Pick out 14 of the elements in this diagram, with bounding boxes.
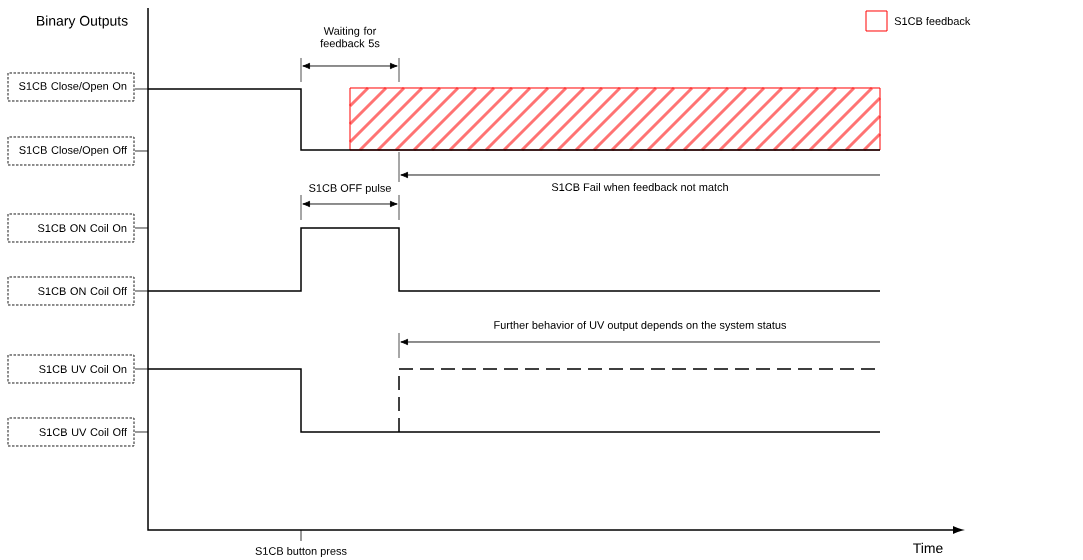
event-label: S1CB button press xyxy=(255,546,347,558)
axis-label: Time xyxy=(913,542,943,554)
axis-title: Binary Outputs xyxy=(37,15,128,29)
legend-label: S1CB feedback xyxy=(894,17,971,25)
annotation-text: Further behavior of UV output depends on the system status xyxy=(494,320,787,332)
signal-label-box: S1CB ON Coil On xyxy=(7,213,135,243)
dimension-label: Waiting for feedback 5s xyxy=(320,26,380,48)
signal-label-box: S1CB Close/Open Off xyxy=(7,136,135,166)
signal-label-box: S1CB ON Coil Off xyxy=(7,276,135,306)
signal-label-box: S1CB Close/Open On xyxy=(7,72,135,102)
signal-label-box: S1CB UV Coil On xyxy=(7,354,135,384)
dimension-label: S1CB OFF pulse xyxy=(309,183,391,195)
signal-label-box: S1CB UV Coil Off xyxy=(7,417,135,447)
annotation-text: S1CB Fail when feedback not match xyxy=(551,182,728,191)
